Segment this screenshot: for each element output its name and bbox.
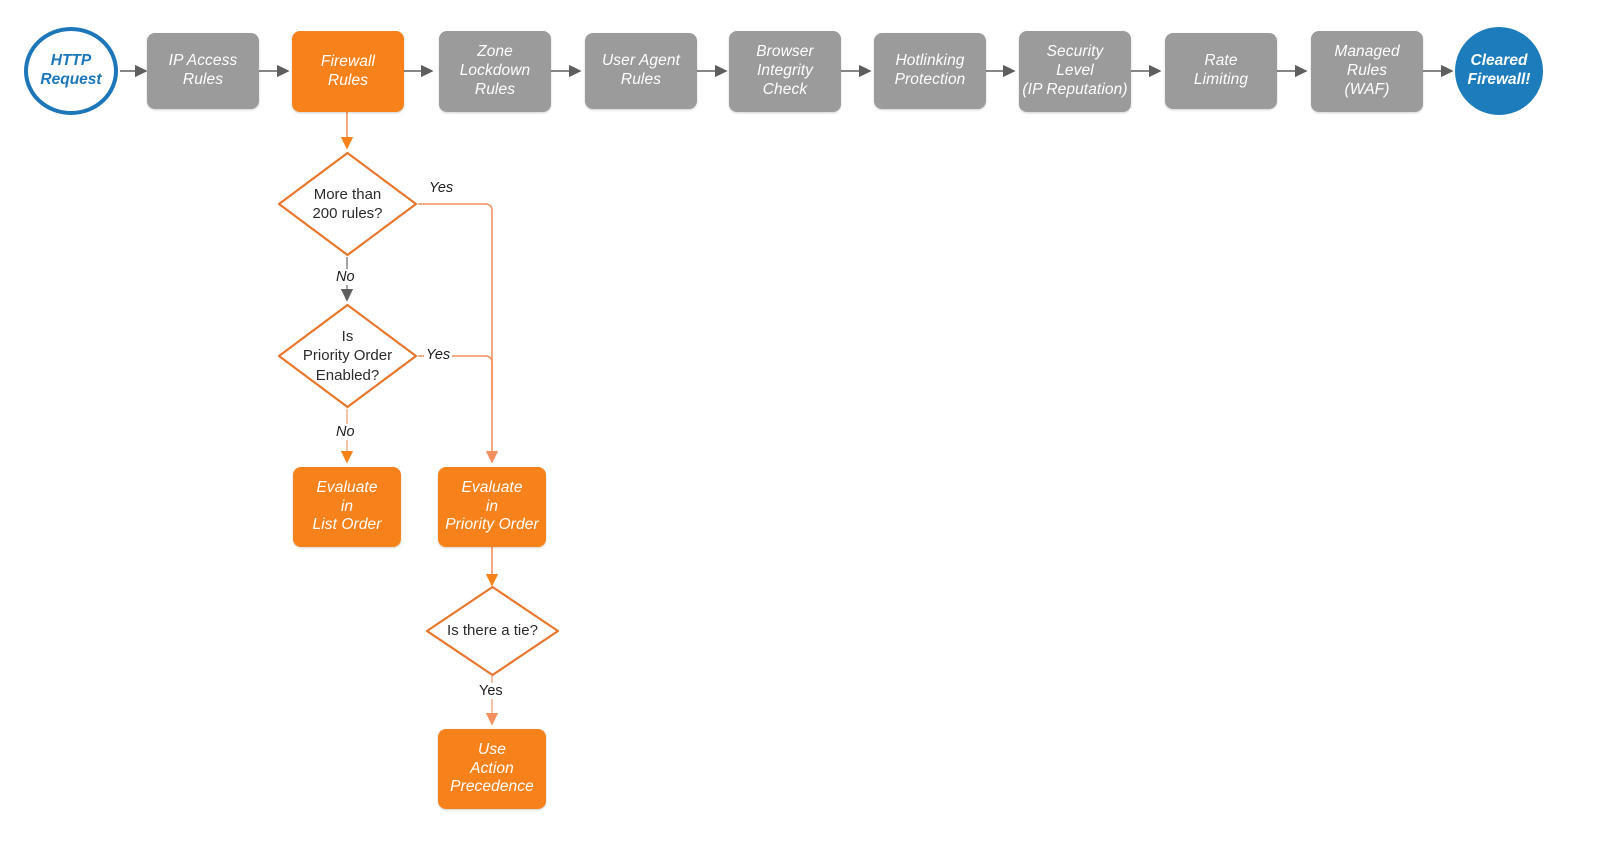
node-cleared-firewall-line1: Cleared <box>1470 52 1528 70</box>
node-browser-integrity-check-line2: Integrity <box>756 62 814 80</box>
node-evaluate-in-priority-order[interactable]: Evaluate in Priority Order <box>438 467 546 547</box>
diamond-shape <box>277 151 418 257</box>
edge-label-tie-yes: Yes <box>477 683 505 699</box>
decision-priority-order-enabled-line1: Is <box>341 328 354 346</box>
node-cleared-firewall-line2: Firewall! <box>1467 71 1531 88</box>
node-use-action-precedence-line1: Use <box>478 740 506 758</box>
edge-label-priority-order-yes: Yes <box>424 347 453 363</box>
node-security-level-line1: Security <box>1046 43 1104 61</box>
diamond-shape <box>277 303 418 409</box>
node-browser-integrity-check-line3: Check <box>762 80 808 98</box>
decision-more-than-200-rules-line1: More than <box>313 185 382 203</box>
node-managed-rules-waf[interactable]: Managed Rules (WAF) <box>1311 31 1423 112</box>
node-ip-access-rules-line2: Rules <box>182 71 224 88</box>
node-firewall-rules-line2: Rules <box>327 71 369 89</box>
diamond-shape <box>425 585 560 677</box>
node-managed-rules-waf-line1: Managed <box>1334 43 1400 61</box>
node-zone-lockdown-rules-line1: Zone <box>477 43 513 61</box>
node-ip-access-rules-line1: IP Access <box>168 52 238 70</box>
node-managed-rules-waf-line2: Rules <box>1346 62 1388 80</box>
node-evaluate-in-priority-order-line3: Priority Order <box>445 516 539 534</box>
edge-label-priority-order-no: No <box>334 424 357 440</box>
node-evaluate-in-list-order-line1: Evaluate <box>316 478 378 496</box>
node-rate-limiting[interactable]: Rate Limiting <box>1165 33 1277 109</box>
node-zone-lockdown-rules-line3: Rules <box>474 80 516 98</box>
edge-label-more-than-200-no: No <box>334 269 357 285</box>
node-rate-limiting-line2: Limiting <box>1193 71 1249 88</box>
node-browser-integrity-check[interactable]: Browser Integrity Check <box>729 31 841 112</box>
node-browser-integrity-check-line1: Browser <box>756 43 814 61</box>
node-http-request-line2: Request <box>40 71 102 88</box>
edge-decision-200-yes <box>418 203 499 464</box>
decision-priority-order-enabled-line2: Priority Order <box>302 347 393 365</box>
node-evaluate-in-priority-order-line1: Evaluate <box>461 478 523 496</box>
node-hotlinking-protection-line1: Hotlinking <box>895 52 965 70</box>
node-http-request-line1: HTTP <box>50 52 92 70</box>
node-managed-rules-waf-line3: (WAF) <box>1344 80 1390 98</box>
node-cleared-firewall[interactable]: Cleared Firewall! <box>1455 27 1543 115</box>
decision-priority-order-enabled[interactable]: Is Priority Order Enabled? <box>277 303 418 409</box>
node-firewall-rules-line1: Firewall <box>320 52 376 70</box>
node-firewall-rules[interactable]: Firewall Rules <box>292 31 404 112</box>
node-use-action-precedence-line3: Precedence <box>450 778 534 796</box>
node-user-agent-rules-line1: User Agent <box>602 52 680 70</box>
node-security-level-line2: Level <box>1056 62 1094 80</box>
node-zone-lockdown-rules[interactable]: Zone Lockdown Rules <box>439 31 551 112</box>
node-user-agent-rules-line2: Rules <box>620 71 662 88</box>
node-hotlinking-protection[interactable]: Hotlinking Protection <box>874 33 986 109</box>
node-use-action-precedence-line2: Action <box>470 759 514 777</box>
node-user-agent-rules[interactable]: User Agent Rules <box>585 33 697 109</box>
node-evaluate-in-list-order-line2: in <box>340 497 354 515</box>
node-zone-lockdown-rules-line2: Lockdown <box>459 62 531 80</box>
decision-is-there-a-tie[interactable]: Is there a tie? <box>425 585 560 677</box>
node-security-level-line3: (IP Reputation) <box>1022 80 1128 98</box>
decision-is-there-a-tie-line1: Is there a tie? <box>447 622 538 640</box>
decision-more-than-200-rules-line2: 200 rules? <box>312 205 383 222</box>
node-security-level[interactable]: Security Level (IP Reputation) <box>1019 31 1131 112</box>
node-ip-access-rules[interactable]: IP Access Rules <box>147 33 259 109</box>
decision-priority-order-enabled-line3: Enabled? <box>315 366 380 384</box>
node-evaluate-in-list-order-line3: List Order <box>312 516 382 534</box>
node-evaluate-in-priority-order-line2: in <box>485 497 499 515</box>
node-http-request[interactable]: HTTP Request <box>24 27 118 115</box>
decision-more-than-200-rules[interactable]: More than 200 rules? <box>277 151 418 257</box>
node-evaluate-in-list-order[interactable]: Evaluate in List Order <box>293 467 401 547</box>
node-hotlinking-protection-line2: Protection <box>894 71 966 88</box>
node-use-action-precedence[interactable]: Use Action Precedence <box>438 729 546 809</box>
edge-label-more-than-200-yes: Yes <box>427 180 456 196</box>
node-rate-limiting-line1: Rate <box>1204 52 1238 70</box>
